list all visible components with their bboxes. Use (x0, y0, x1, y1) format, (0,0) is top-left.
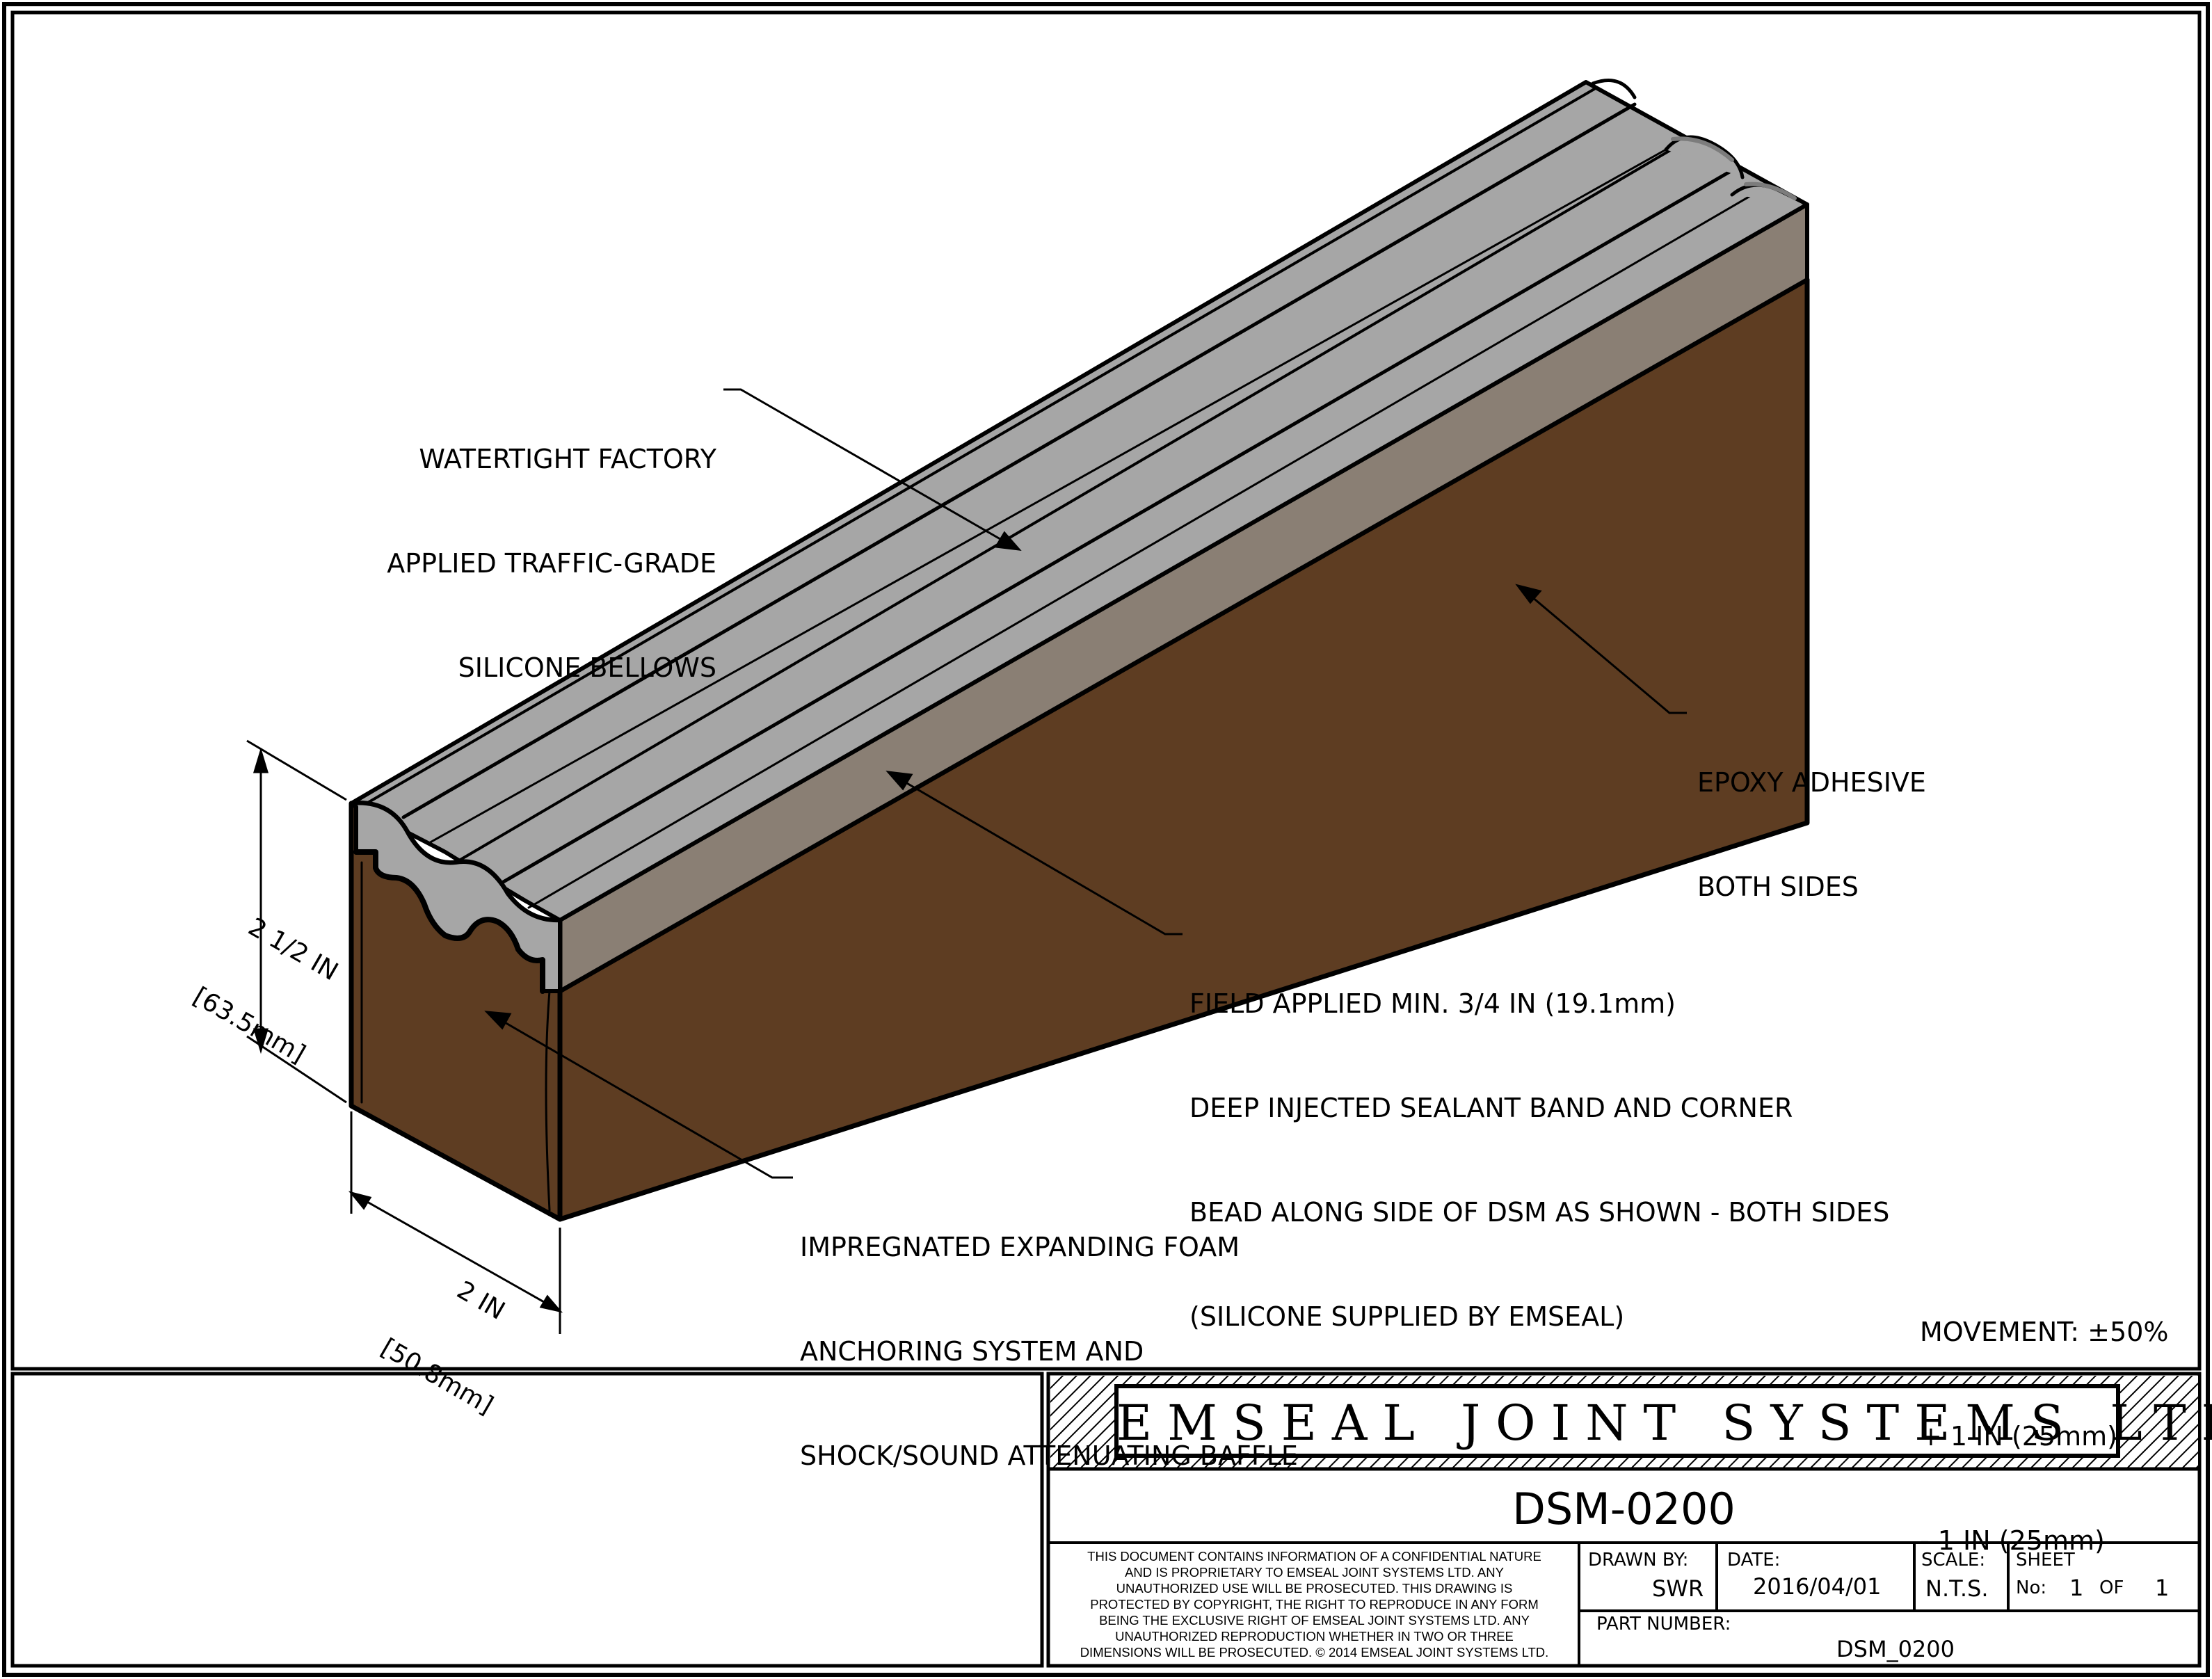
movement-line-2: + 1 IN (25mm) (1920, 1421, 2117, 1452)
legal-line-7: DIMENSIONS WILL BE PROSECUTED. © 2014 EM… (1080, 1645, 1549, 1660)
sheet-of-label: OF (2099, 1577, 2124, 1598)
leader-lines (484, 388, 1687, 1179)
inner-border (10, 10, 2202, 1371)
movement-line-3: - 1 IN (25mm) (1920, 1525, 2105, 1556)
callout-sealant-line-1: FIELD APPLIED MIN. 3/4 IN (19.1mm) (1189, 988, 1676, 1019)
dsm-joint-illustration (348, 79, 1810, 1222)
company-name-box (1114, 1384, 2120, 1458)
sheet-no-label: No: (2016, 1577, 2047, 1598)
drawn-by-value: SWR (1652, 1575, 1704, 1602)
legal-line-6: UNAUTHORIZED REPRODUCTION WHETHER IN TWO… (1115, 1629, 1514, 1644)
callout-bellows-line-3: SILICONE BELLOWS (458, 652, 716, 683)
callout-sealant-line-4: (SILICONE SUPPLIED BY EMSEAL) (1189, 1301, 1625, 1332)
height-dimension-imperial: 2 1/2 IN (243, 913, 343, 987)
callout-bellows-line-1: WATERTIGHT FACTORY (419, 444, 716, 474)
movement-note: MOVEMENT: ±50% + 1 IN (25mm) - 1 IN (25m… (1920, 1245, 2168, 1593)
legal-line-1: THIS DOCUMENT CONTAINS INFORMATION OF A … (1087, 1549, 1541, 1564)
width-dimension-imperial: 2 IN (451, 1276, 510, 1326)
part-number-label: PART NUMBER: (1596, 1614, 1731, 1634)
callout-bellows-line-2: APPLIED TRAFFIC-GRADE (387, 548, 716, 579)
callout-foam-line-2: ANCHORING SYSTEM AND (800, 1336, 1144, 1367)
title-block-frame (1046, 1372, 2202, 1668)
callout-sealant: FIELD APPLIED MIN. 3/4 IN (19.1mm) DEEP … (1189, 917, 1889, 1369)
callout-sealant-line-2: DEEP INJECTED SEALANT BAND AND CORNER (1189, 1093, 1793, 1123)
sheet-label: SHEET (2016, 1550, 2075, 1570)
callout-epoxy: EPOXY ADHESIVE BOTH SIDES (1697, 696, 1926, 939)
movement-line-1: MOVEMENT: ±50% (1920, 1317, 2169, 1347)
callout-foam: IMPREGNATED EXPANDING FOAM ANCHORING SYS… (800, 1160, 1298, 1508)
callout-foam-line-3: SHOCK/SOUND ATTENUATING BAFFLE (800, 1440, 1298, 1471)
scale-value: N.T.S. (1925, 1575, 1989, 1602)
callout-sealant-line-3: BEAD ALONG SIDE OF DSM AS SHOWN - BOTH S… (1189, 1197, 1890, 1228)
drawing-number: DSM-0200 (1512, 1484, 1736, 1534)
callout-epoxy-line-1: EPOXY ADHESIVE (1697, 767, 1926, 798)
confidentiality-notice: THIS DOCUMENT CONTAINS INFORMATION OF A … (1052, 1548, 1577, 1660)
legal-line-4: PROTECTED BY COPYRIGHT, THE RIGHT TO REP… (1090, 1597, 1539, 1612)
date-label: DATE: (1727, 1550, 1781, 1570)
company-name: EMSEAL JOINT SYSTEMS LTD. (1116, 1395, 2212, 1452)
legal-line-2: AND IS PROPRIETARY TO EMSEAL JOINT SYSTE… (1125, 1565, 1504, 1580)
legal-line-3: UNAUTHORIZED USE WILL BE PROSECUTED. THI… (1116, 1581, 1513, 1596)
date-value: 2016/04/01 (1753, 1573, 1882, 1600)
legal-line-5: BEING THE EXCLUSIVE RIGHT OF EMSEAL JOIN… (1099, 1613, 1530, 1628)
sheet-no-value: 1 (2069, 1575, 2084, 1601)
part-number-value: DSM_0200 (1836, 1636, 1955, 1662)
scale-label: SCALE: (1921, 1550, 1986, 1570)
notes-box (10, 1372, 1044, 1668)
dimension-lines (246, 739, 563, 1334)
callout-epoxy-line-2: BOTH SIDES (1697, 871, 1859, 902)
drawn-by-label: DRAWN BY: (1588, 1550, 1689, 1570)
callout-foam-line-1: IMPREGNATED EXPANDING FOAM (800, 1232, 1240, 1262)
sheet-total-value: 1 (2155, 1575, 2170, 1601)
callout-bellows: WATERTIGHT FACTORY APPLIED TRAFFIC-GRADE… (299, 372, 716, 720)
